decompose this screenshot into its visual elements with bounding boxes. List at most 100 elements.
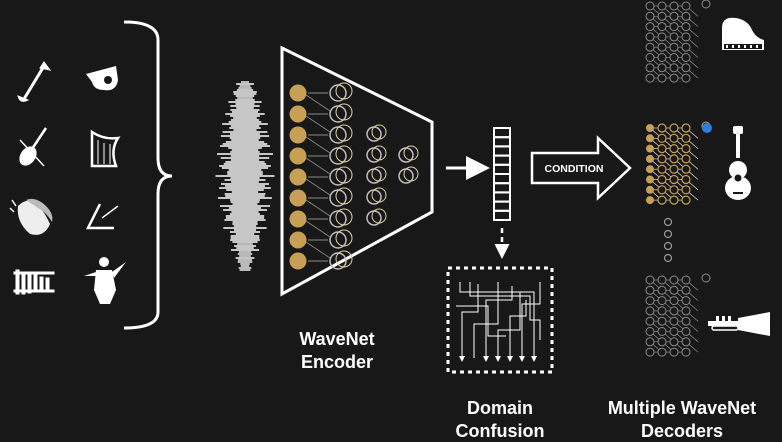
guitar-icon: [725, 126, 751, 200]
decoder-node: [646, 348, 654, 356]
latent-cell: [494, 137, 510, 146]
decoder-node: [670, 124, 678, 132]
decoder-node: [658, 134, 666, 142]
decoder-node: [670, 43, 678, 51]
decoder-node: [658, 43, 666, 51]
decoder-node: [670, 307, 678, 315]
decoder-node: [646, 286, 654, 294]
encoder-hidden-node: [336, 209, 352, 225]
decoder-output-node: [702, 0, 710, 8]
decoder-node: [682, 276, 690, 284]
decoder-node: [658, 286, 666, 294]
decoder-node: [670, 134, 678, 142]
decoder-node: [682, 54, 690, 62]
decoder-node: [646, 276, 654, 284]
encoder-hidden-node: [336, 167, 352, 183]
decoder-node: [646, 23, 654, 31]
encoder-input-node: [290, 232, 307, 249]
domain-confusion-label: Domain Confusion: [440, 397, 560, 442]
decoder-node: [658, 2, 666, 10]
decoder-node: [670, 348, 678, 356]
latent-cell: [494, 192, 510, 201]
harp-icon: [92, 132, 118, 166]
encoder-hidden-node: [404, 146, 418, 160]
decoder-node: [646, 297, 654, 305]
trumpet-icon: [18, 62, 50, 101]
latent-vector: [494, 128, 510, 220]
domain-confusion-arrowheads: [459, 356, 537, 362]
decoder-node: [658, 317, 666, 325]
decoder-node: [670, 12, 678, 20]
decoder-node: [658, 196, 666, 204]
decoders-label-line1: Multiple WaveNet: [582, 397, 782, 420]
encoder-hidden-node: [336, 104, 352, 120]
latent-cell: [494, 156, 510, 165]
decoder-node: [670, 64, 678, 72]
decoder-node: [682, 145, 690, 153]
encoder-hidden-node: [336, 83, 352, 99]
decoder-node: [682, 348, 690, 356]
xylophone-icon: [14, 270, 54, 294]
whistle-icon: [86, 66, 118, 90]
decoder-node: [682, 64, 690, 72]
latent-cell: [494, 165, 510, 174]
decoder-node: [646, 33, 654, 41]
piano-icon: [722, 18, 764, 50]
decoder-node: [658, 124, 666, 132]
encoder-input-node: [290, 169, 307, 186]
encoder-input-node: [290, 190, 307, 207]
audio-waveform: [215, 82, 274, 270]
decoder-node: [682, 23, 690, 31]
latent-cell: [494, 183, 510, 192]
decoder-node: [658, 74, 666, 82]
decoder-input-node: [646, 145, 654, 153]
decoder-node: [682, 155, 690, 163]
decoder-node: [658, 276, 666, 284]
decoder-node: [646, 64, 654, 72]
decoder-node: [682, 33, 690, 41]
decoder-input-node: [646, 124, 654, 132]
clapping-hands-icon: [10, 199, 52, 235]
triangle-icon: [88, 204, 118, 228]
decoder-input-node: [646, 196, 654, 204]
decoder-node: [670, 165, 678, 173]
encoder-input-node: [290, 85, 307, 102]
decoder-input-node: [646, 165, 654, 173]
decoder-node: [670, 186, 678, 194]
encoder-hidden-node: [336, 125, 352, 141]
decoder-node: [670, 176, 678, 184]
latent-cell: [494, 174, 510, 183]
condition-label: CONDITION: [545, 163, 604, 175]
encoder-hidden-node: [372, 125, 386, 139]
decoders-label: Multiple WaveNet Decoders: [582, 397, 782, 442]
decoder-node: [658, 23, 666, 31]
decoder-node: [658, 64, 666, 72]
decoder-node: [646, 74, 654, 82]
encoder-edge: [306, 242, 330, 258]
encoder-label: WaveNet Encoder: [272, 328, 402, 373]
instrument-brace: [124, 22, 172, 328]
decoder-node: [682, 74, 690, 82]
latent-cell: [494, 146, 510, 155]
decoder-node: [670, 74, 678, 82]
encoder-hidden-node: [336, 188, 352, 204]
decoder-node: [646, 54, 654, 62]
decoder-node: [682, 286, 690, 294]
decoder-node: [682, 338, 690, 346]
encoder-network: [290, 83, 419, 270]
decoder-node: [682, 297, 690, 305]
decoder-node: [646, 12, 654, 20]
decoder-node: [646, 317, 654, 325]
encoder-label-line1: WaveNet: [272, 328, 402, 351]
decoder-node: [646, 338, 654, 346]
encoder-hidden-node: [336, 230, 352, 246]
decoder-node: [682, 328, 690, 336]
encoder-edge: [306, 95, 330, 111]
decoder-node: [658, 338, 666, 346]
encoder-hidden-node: [404, 167, 418, 181]
decoder-node: [658, 54, 666, 62]
decoder-node: [658, 307, 666, 315]
encoder-label-line2: Encoder: [272, 351, 402, 374]
decoder-node: [658, 176, 666, 184]
